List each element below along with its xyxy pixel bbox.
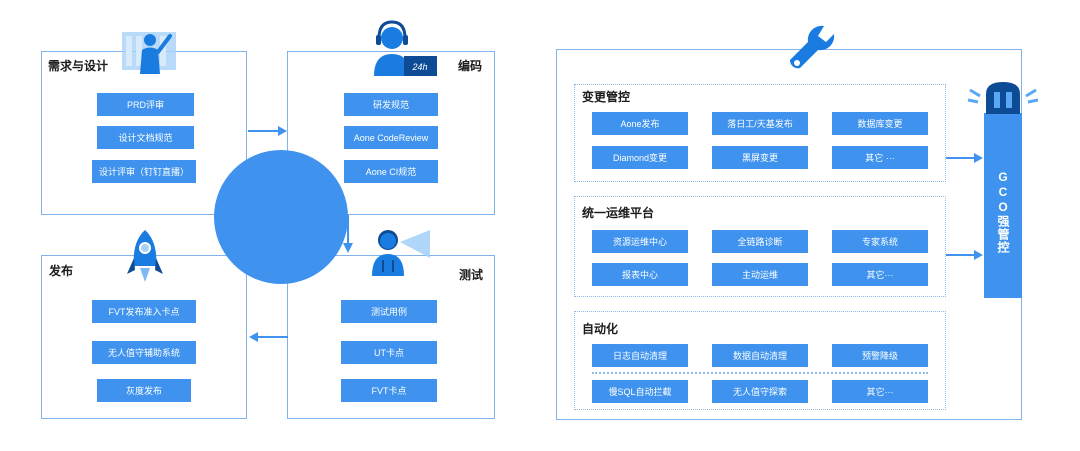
change-item-aone-release[interactable]: Aone发布 — [592, 112, 688, 135]
ops-item-report-center[interactable]: 报表中心 — [592, 263, 688, 286]
ops-platform-title: 统一运维平台 — [582, 206, 655, 220]
ops-item-fulllink-diagnosis[interactable]: 全链路诊断 — [712, 230, 808, 253]
release-title: 发布 — [49, 264, 74, 278]
wrench-icon — [789, 25, 835, 69]
testing-item-fvt-gate[interactable]: FVT卡点 — [341, 379, 437, 402]
auto-item-other[interactable]: 其它··· — [832, 380, 928, 403]
ops-item-expert-system[interactable]: 专家系统 — [832, 230, 928, 253]
change-item-other[interactable]: 其它 ··· — [832, 146, 928, 169]
requirements-item-design-review[interactable]: 设计评审（钉钉直播） — [92, 160, 196, 183]
auto-item-slow-sql-block[interactable]: 慢SQL自动拦截 — [592, 380, 688, 403]
testing-item-testcase[interactable]: 测试用例 — [341, 300, 437, 323]
release-item-fvt-gate[interactable]: FVT发布准入卡点 — [92, 300, 196, 323]
ops-item-active-ops[interactable]: 主动运维 — [712, 263, 808, 286]
arrow-requirements-to-coding — [248, 126, 287, 136]
release-item-unattended[interactable]: 无人值守辅助系统 — [92, 341, 196, 364]
release-item-canary[interactable]: 灰度发布 — [97, 379, 191, 402]
ops-item-other[interactable]: 其它··· — [832, 263, 928, 286]
requirements-title: 需求与设计 — [48, 59, 109, 73]
requirements-item-prd[interactable]: PRD评审 — [97, 93, 194, 116]
headset-24h-icon: 24h — [374, 20, 437, 76]
requirements-item-design-doc[interactable]: 设计文档规范 — [97, 126, 194, 149]
coding-title: 编码 — [458, 59, 483, 73]
arrow-coding-to-testing — [343, 215, 353, 253]
center-circle — [214, 150, 348, 284]
coding-item-ci-standard[interactable]: Aone CI规范 — [344, 160, 438, 183]
badge-24h: 24h — [411, 62, 427, 72]
siren-icon — [967, 82, 1039, 114]
auto-item-unattended-explore[interactable]: 无人值守探索 — [712, 380, 808, 403]
coding-item-dev-standard[interactable]: 研发规范 — [344, 93, 438, 116]
change-item-diamond-change[interactable]: Diamond变更 — [592, 146, 688, 169]
auto-item-alert-degrade[interactable]: 预警降级 — [832, 344, 928, 367]
auto-item-log-cleanup[interactable]: 日志自动清理 — [592, 344, 688, 367]
change-item-blackscreen-change[interactable]: 黑屏变更 — [712, 146, 808, 169]
change-management-title: 变更管控 — [582, 90, 631, 104]
testing-title: 测试 — [459, 268, 484, 282]
tester-icon — [372, 230, 430, 276]
coding-item-codereview[interactable]: Aone CodeReview — [344, 126, 438, 149]
automation-divider — [592, 372, 928, 374]
ops-item-resource-center[interactable]: 资源运维中心 — [592, 230, 688, 253]
change-item-tianji-release[interactable]: 落日工/天基发布 — [712, 112, 808, 135]
testing-item-ut-gate[interactable]: UT卡点 — [341, 341, 437, 364]
change-item-db-change[interactable]: 数据库变更 — [832, 112, 928, 135]
rocket-icon — [127, 230, 163, 282]
arrow-change-to-gco — [946, 153, 983, 163]
auto-item-data-cleanup[interactable]: 数据自动清理 — [712, 344, 808, 367]
presenter-icon — [122, 32, 176, 74]
gco-bar — [984, 113, 1022, 298]
arrow-ops-to-gco — [946, 250, 983, 260]
automation-title: 自动化 — [582, 322, 619, 336]
arrow-testing-to-release — [249, 332, 288, 342]
gco-label: GCO强管控 — [996, 170, 1010, 254]
